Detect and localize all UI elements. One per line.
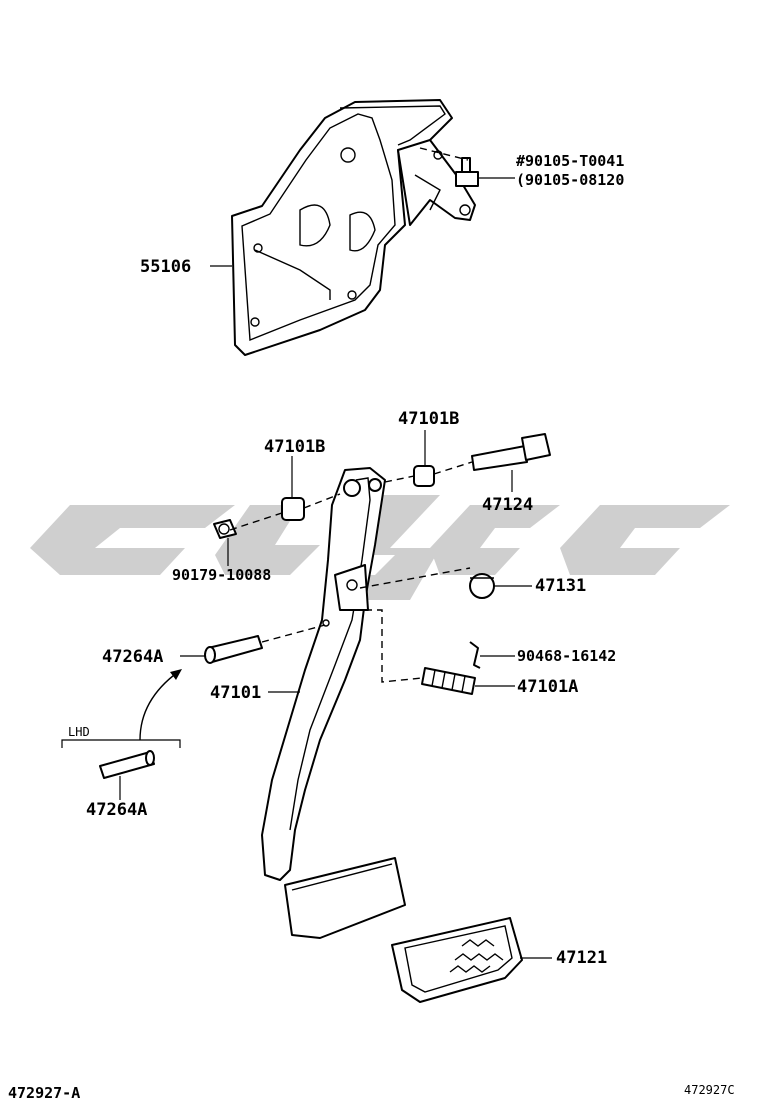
label-bushing-right: 47101B [398,409,459,429]
stop-cushion [421,667,476,695]
footer-left-code: 472927-A [8,1084,80,1102]
label-bolt-top-1: #90105-T0041 [516,152,624,170]
clevis-pin [204,635,263,664]
lhd-clevis-pin [99,750,155,779]
lhd-arrow [139,671,179,741]
bracket-bolt [455,157,479,187]
label-clip: 90468-16142 [517,647,616,665]
label-nut: 90179-10088 [172,566,271,584]
pivot-bolt [471,433,551,471]
label-pedal-lever: 47101 [210,683,261,703]
label-pad: 47121 [556,948,607,968]
bushing-left [281,497,305,521]
footer-right-code: 472927C [684,1083,735,1097]
label-bolt-top-2: (90105-08120 [516,171,624,189]
label-stopper: 47131 [535,576,586,596]
label-pin-lhd: 47264A [86,800,147,820]
lhd-arrow-head [170,669,182,680]
label-cushion: 47101A [517,677,578,697]
label-pivot-bolt: 47124 [482,495,533,515]
retaining-clip [469,641,481,669]
label-bushing-left: 47101B [264,437,325,457]
pivot-nut [213,519,237,539]
label-pin: 47264A [102,647,163,667]
pedal-bracket [231,99,476,356]
pedal-stopper [469,573,495,599]
lhd-bracket-line [61,739,181,748]
watermark-logo [30,495,730,600]
label-bracket: 55106 [140,257,191,277]
pedal-pad [391,917,523,1003]
label-lhd: LHD [68,725,90,739]
bushing-right [413,465,435,487]
